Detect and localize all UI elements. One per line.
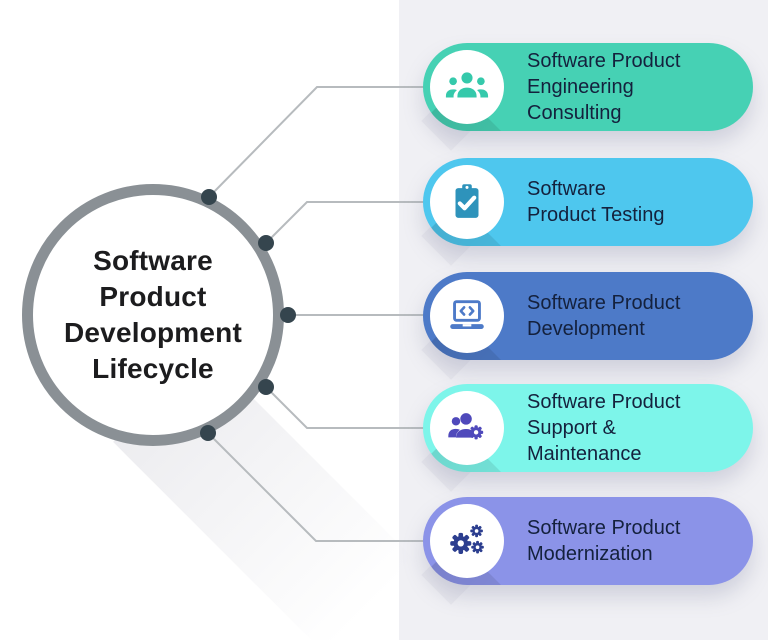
diagram-title: Software Product Development Lifecycle [63, 245, 243, 384]
item-support-maintenance: Software Product Support & Maintenance [423, 384, 753, 472]
item-engineering-consulting: Software Product Engineering Consulting [423, 43, 753, 131]
item-label: Software Product Modernization [527, 517, 681, 565]
connector-dot-2 [258, 235, 274, 251]
item-label: Software Product Development [527, 292, 681, 340]
item-icon-badge [430, 391, 504, 465]
item-icon-badge [430, 279, 504, 353]
clipboard-check-icon [444, 179, 490, 225]
item-product-development: Software Product Development [423, 272, 753, 360]
connector-dot-4 [258, 379, 274, 395]
laptop-code-icon [444, 293, 490, 339]
item-icon-badge [430, 50, 504, 124]
connector-line-1 [208, 86, 470, 198]
item-product-testing: Software Product Testing [423, 158, 753, 246]
item-icon-badge [430, 504, 504, 578]
item-label: Software Product Engineering Consulting [527, 50, 681, 124]
item-label: Software Product Support & Maintenance [527, 391, 681, 465]
connector-line-5 [207, 432, 470, 542]
connector-line-4 [265, 386, 470, 429]
connector-dot-1 [201, 189, 217, 205]
connector-dot-5 [200, 425, 216, 441]
team-icon [444, 64, 490, 110]
support-team-gear-icon [444, 405, 490, 451]
item-label: Software Product Testing [527, 178, 665, 226]
gears-icon [444, 518, 490, 564]
lifecycle-center-circle: Software Product Development Lifecycle [22, 184, 284, 446]
item-product-modernization: Software Product Modernization [423, 497, 753, 585]
connector-dot-3 [280, 307, 296, 323]
item-icon-badge [430, 165, 504, 239]
connector-line-2 [265, 201, 470, 244]
